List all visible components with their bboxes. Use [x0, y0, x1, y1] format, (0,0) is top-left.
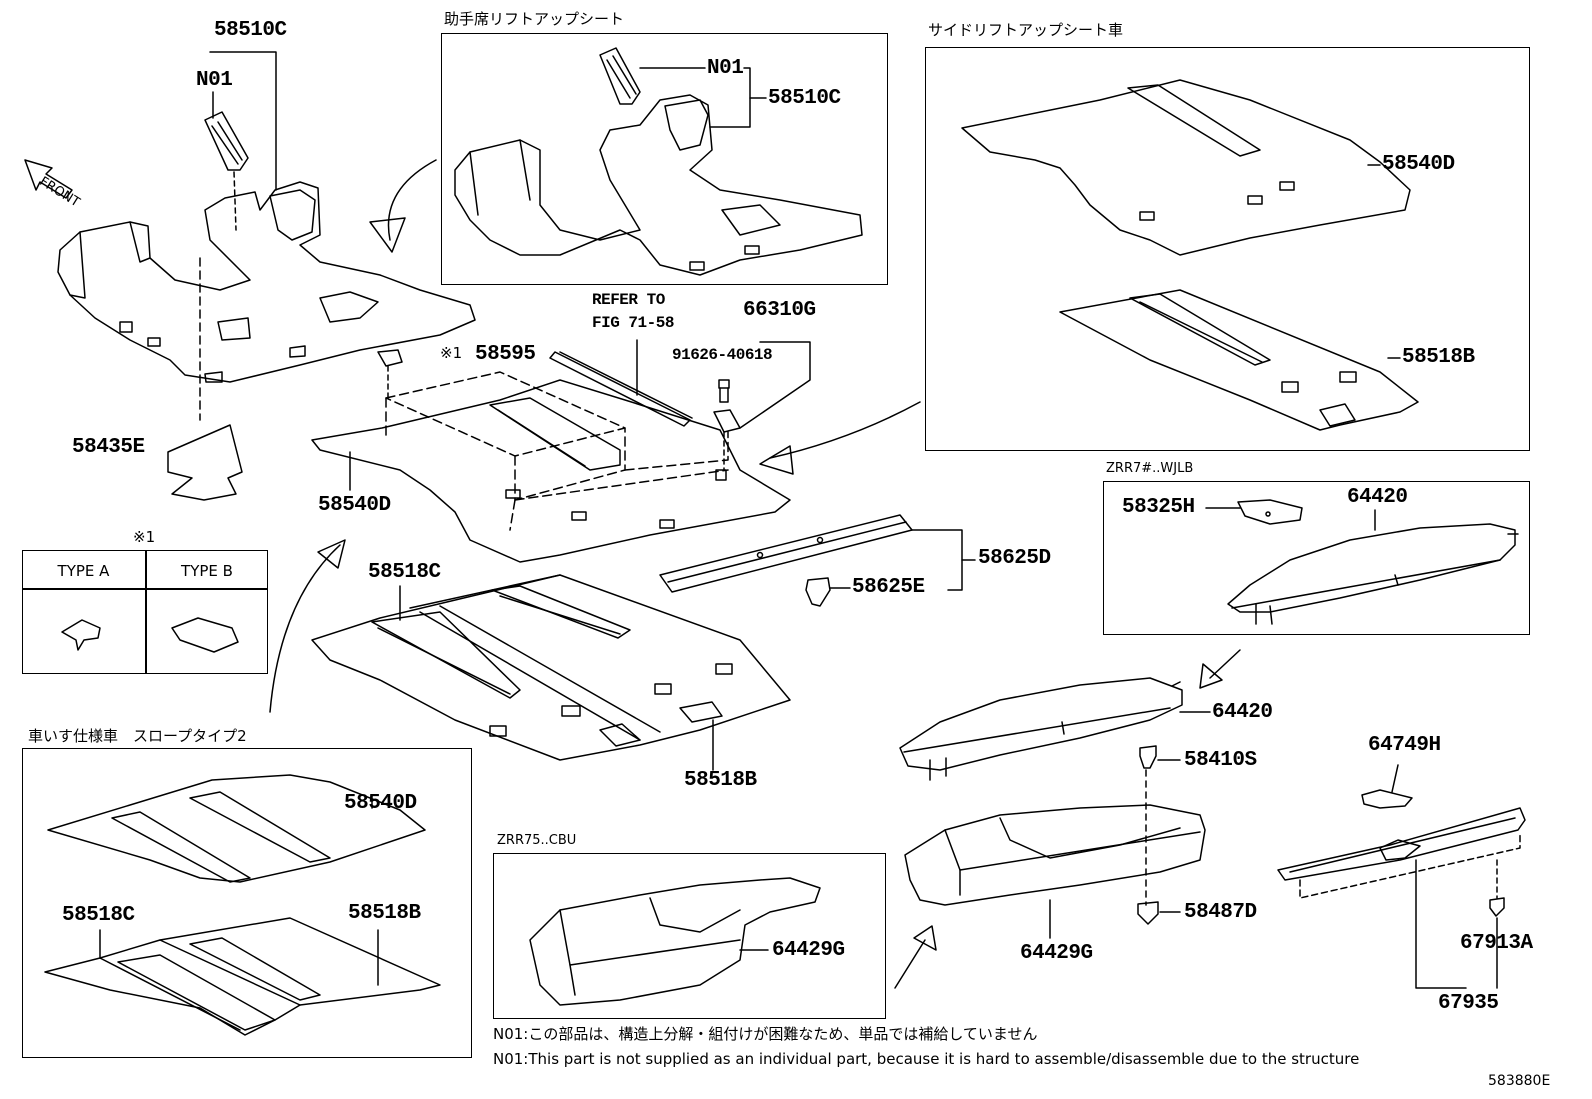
- type-a-label: TYPE A: [57, 562, 110, 580]
- callout-58625D: 58625D: [978, 547, 1051, 570]
- callout-wheelchair-58540D: 58540D: [344, 792, 417, 815]
- callout-58540D: 58540D: [318, 494, 391, 517]
- callout-67913A: 67913A: [1460, 932, 1533, 955]
- rear-floor-carpet: [311, 379, 791, 563]
- note-en: N01:This part is not supplied as an indi…: [493, 1050, 1360, 1068]
- callout-58410S: 58410S: [1184, 749, 1257, 772]
- refer-line-1: REFER TO: [592, 291, 665, 309]
- callout-64749H: 64749H: [1368, 734, 1441, 757]
- callout-wjlb-64420: 64420: [1347, 486, 1408, 509]
- passenger-liftup-frame: [441, 33, 888, 285]
- luggage-floor-boards: [311, 574, 791, 761]
- accelerator-pedal-pad: [204, 111, 249, 171]
- callout-64420: 64420: [1212, 701, 1273, 724]
- callout-58518C: 58518C: [368, 561, 441, 584]
- deck-tray: [904, 804, 1206, 906]
- cbu-deck-tray: [529, 877, 821, 1006]
- callout-58510C: 58510C: [214, 19, 287, 42]
- callout-wheelchair-58518B: 58518B: [348, 902, 421, 925]
- callout-64429G: 64429G: [1020, 942, 1093, 965]
- callout-67935: 67935: [1438, 992, 1499, 1015]
- front-arrow-icon: [24, 159, 73, 199]
- callout-58595: 58595: [475, 343, 536, 366]
- callout-inset-58518B: 58518B: [1402, 346, 1475, 369]
- callout-58325H: 58325H: [1122, 496, 1195, 519]
- front-floor-carpet: [57, 181, 476, 383]
- callout-cbu-64429G: 64429G: [772, 939, 845, 962]
- callout-wheelchair-58518C: 58518C: [62, 904, 135, 927]
- rear-scuff-plate: [1277, 807, 1526, 881]
- caption-wheelchair: 車いす仕様車 スロープタイプ2: [28, 727, 247, 745]
- cbu-frame: [493, 853, 886, 1019]
- note-jp: N01:この部品は、構造上分解・組付けが困難なため、単品では補給していません: [493, 1025, 1038, 1043]
- callout-58487D: 58487D: [1184, 901, 1257, 924]
- callout-inset-58540D: 58540D: [1382, 153, 1455, 176]
- type-b-label: TYPE B: [181, 562, 233, 580]
- side-liftup-carpet: [961, 79, 1411, 256]
- type-a-clip-icon: [61, 619, 101, 651]
- callout-type-note: ※1: [440, 344, 463, 362]
- caption-side-liftup: サイドリフトアップシート車: [928, 21, 1124, 39]
- passenger-liftup-carpet: [454, 94, 863, 276]
- type-table-divider: [145, 550, 147, 674]
- wjlb-frame: [1103, 481, 1530, 635]
- deck-board: [899, 677, 1183, 781]
- side-liftup-board: [1059, 289, 1419, 431]
- wheelchair-floor-carpet: [47, 774, 426, 883]
- type-b-clip-icon: [171, 617, 239, 653]
- callout-58518B: 58518B: [684, 769, 757, 792]
- refer-line-2: FIG 71-58: [592, 314, 674, 332]
- callout-N01: N01: [196, 69, 233, 92]
- callout-58625E: 58625E: [852, 576, 925, 599]
- callout-66310G: 66310G: [743, 299, 816, 322]
- tonneau-pad: [1237, 499, 1303, 525]
- caption-passenger-liftup: 助手席リフトアップシート: [444, 10, 625, 28]
- wheelchair-floor-boards: [44, 917, 441, 1036]
- caption-wjlb: ZRR7#..WJLB: [1106, 461, 1194, 476]
- deck-cover: [1227, 523, 1519, 625]
- passenger-pedal-pad: [599, 47, 641, 105]
- wheelchair-frame: [22, 748, 472, 1058]
- caption-cbu: ZRR75..CBU: [497, 833, 577, 848]
- illustration-code: 583880E: [1488, 1073, 1551, 1089]
- side-liftup-frame: [925, 47, 1530, 451]
- callout-58435E: 58435E: [72, 436, 145, 459]
- callout-91626-40618: 91626-40618: [672, 346, 773, 364]
- type-table-header: ※1: [133, 528, 156, 546]
- callout-inset-58510C: 58510C: [768, 87, 841, 110]
- type-table-header-rule: [22, 588, 268, 590]
- callout-inset-N01: N01: [707, 57, 744, 80]
